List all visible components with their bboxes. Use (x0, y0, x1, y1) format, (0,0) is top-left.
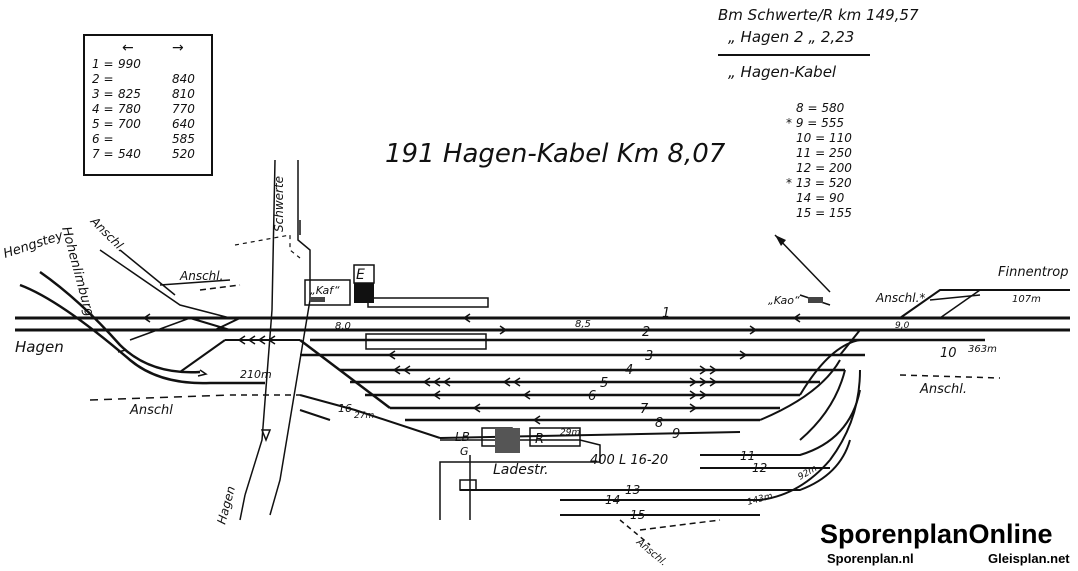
legend-row-5-right: 640 (172, 117, 195, 131)
watermark-brand: SporenplanOnline (820, 519, 1053, 549)
legend-right-row: 10 = 110 (796, 131, 852, 145)
legend-row-4-left: 780 (118, 102, 141, 116)
kao-hatch (808, 297, 823, 303)
platforms (304, 264, 601, 520)
kaf-label: „Kaf“ (310, 284, 340, 297)
track-14-label: 14 (605, 493, 620, 507)
track-4-label: 4 (625, 363, 633, 378)
track-10-label: 10 (940, 346, 957, 361)
len-363: 363m (968, 344, 997, 355)
legend-row-4-right: 770 (172, 102, 195, 116)
km-9-0: 9,0 (895, 321, 910, 331)
len-143: 143m (746, 491, 774, 507)
len-27: 27m (354, 411, 374, 421)
len-29: 29m (560, 428, 580, 438)
header-line-3: „ Hagen-Kabel (728, 63, 837, 81)
legend-right-row: 8 = 580 (796, 101, 845, 115)
anschl-label-1: Anschl. (87, 214, 128, 255)
track-8-label: 8 (655, 416, 663, 431)
header-line-1: Bm Schwerte/R km 149,57 (718, 6, 919, 24)
building-e (354, 283, 374, 303)
place-hohenlimburg: Hohenlimburg (58, 225, 96, 318)
legend-row-4-track: 4 = (92, 102, 114, 116)
legend-row-7-left: 540 (118, 147, 141, 161)
legend-arrow-left: ← (122, 40, 134, 56)
legend-box (83, 34, 213, 176)
track-13-label: 13 (625, 483, 640, 497)
legend-arrow-right: → (172, 40, 184, 56)
len-107: 107m (1012, 294, 1041, 305)
legend-right-row: * 9 = 555 (786, 116, 844, 130)
left-sidings (89, 249, 1001, 546)
right-sidings (460, 359, 861, 516)
kaf-hatch (310, 297, 325, 302)
track-12-label: 12 (752, 461, 767, 475)
legend-row-5-track: 5 = (92, 117, 114, 131)
direction-arrows (117, 313, 801, 425)
track-15-label: 15 (630, 508, 645, 522)
legend-rows: 1 = 990 2 = 840 3 = 825 810 4 = 780 770 5 = 700 640 6… (92, 57, 195, 161)
anschl-label-4: Anschl.* (875, 291, 925, 305)
track-7-label: 7 (640, 402, 649, 417)
watermark-site-left: Sporenplan.nl (827, 551, 914, 566)
r-label: R (535, 432, 544, 447)
track-3-label: 3 (645, 349, 653, 364)
building-hatched (495, 428, 520, 453)
legend-right-row: 15 = 155 (796, 206, 852, 220)
place-hagen-left: Hagen (15, 338, 64, 356)
track-2-label: 2 (642, 325, 650, 340)
track-9-label: 9 (672, 427, 680, 442)
legend-row-6-right: 585 (172, 132, 195, 146)
anschl-label-5: Anschl. (919, 382, 967, 397)
north-arrow-head (775, 235, 786, 246)
place-hengstey: Hengstey (2, 228, 66, 261)
track-6-label: 6 (588, 389, 596, 404)
ladestr-label: Ladestr. (493, 462, 549, 478)
lb-label: LB (455, 430, 470, 444)
header-line-2: „ Hagen 2 „ 2,23 (728, 28, 854, 46)
legend-right-row: * 13 = 520 (786, 176, 852, 190)
g-label: G (460, 445, 469, 458)
anschl-label-6: Anschl. (633, 536, 669, 568)
legend-row-2-right: 840 (172, 72, 195, 86)
legend-row-7-right: 520 (172, 147, 195, 161)
km-8-5: 8,5 (575, 319, 591, 330)
track-16-label: 16 (338, 402, 352, 415)
main-tracks (15, 234, 1070, 439)
north-arrow (774, 234, 831, 293)
legend-row-2-track: 2 = (92, 72, 114, 86)
km-8-0: 8,0 (335, 321, 351, 332)
track-11-label: 11 (740, 449, 755, 463)
track-1-label: 1 (662, 306, 670, 321)
legend-row-3-left: 825 (118, 87, 141, 101)
kao-label: „Kao“ (768, 294, 800, 307)
station-title: 191 Hagen-Kabel Km 8,07 (385, 139, 726, 169)
place-finnentrop: Finnentrop (998, 265, 1068, 280)
watermark-site-right: Gleisplan.net (988, 551, 1070, 566)
len-210: 210m (240, 368, 272, 381)
anschl-label-2: Anschl. (179, 269, 223, 283)
legend-row-7-track: 7 = (92, 147, 114, 161)
legend-row-5-left: 700 (118, 117, 141, 131)
place-schwerte: Schwerte (272, 176, 286, 232)
anschl-label-3: Anschl (129, 403, 173, 418)
length-400-label: 400 L 16-20 (590, 453, 668, 468)
legend-row-1-track: 1 = (92, 57, 114, 71)
legend-right-row: 14 = 90 (796, 191, 845, 205)
track-5-label: 5 (600, 376, 608, 391)
legend-row-3-right: 810 (172, 87, 195, 101)
building-e-label: E (356, 267, 365, 283)
legend-right-row: 11 = 250 (796, 146, 852, 160)
legend-row-3-track: 3 = (92, 87, 114, 101)
legend-row-1-left: 990 (118, 57, 141, 71)
legend-right-row: 12 = 200 (796, 161, 852, 175)
road (239, 159, 311, 521)
legend-row-6-track: 6 = (92, 132, 114, 146)
place-hagen-bottom: Hagen (214, 484, 238, 525)
